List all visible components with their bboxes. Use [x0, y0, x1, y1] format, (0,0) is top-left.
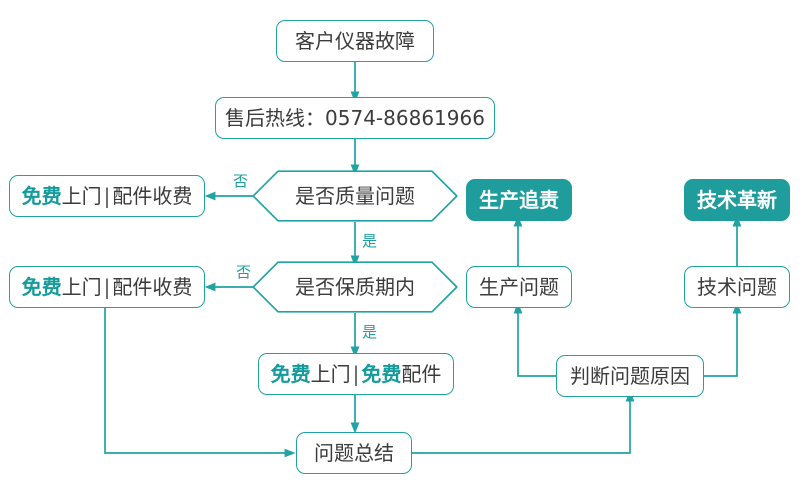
text-run: 免费 — [21, 184, 62, 208]
node-problem-summary[interactable]: 问题总结 — [296, 432, 412, 474]
text-run: 配件收费 — [112, 184, 193, 208]
node-diagnose-cause[interactable]: 判断问题原因 — [556, 355, 704, 397]
text-run: | — [352, 362, 360, 386]
edge-label-quality-no: 否 — [231, 172, 251, 190]
node-technical-issue[interactable]: 技术问题 — [684, 266, 790, 308]
node-production-accountability[interactable]: 生产追责 — [466, 179, 572, 221]
node-technical-issue-label: 技术问题 — [697, 275, 777, 299]
node-production-accountability-label: 生产追责 — [479, 188, 559, 212]
node-free-visit-free-parts[interactable]: 免费上门|免费配件 — [258, 353, 454, 395]
node-free-visit-paid-parts-1[interactable]: 免费上门|配件收费 — [9, 175, 205, 217]
text-run: | — [103, 184, 111, 208]
text-run: 上门 — [61, 275, 102, 299]
text-run: 免费 — [361, 362, 402, 386]
node-decision-quality-label: 是否质量问题 — [295, 184, 415, 208]
node-free-visit-paid-parts-2-label: 免费上门|配件收费 — [22, 277, 193, 297]
node-decision-quality[interactable]: 是否质量问题 — [252, 170, 458, 222]
text-run: 免费 — [270, 362, 311, 386]
edge-label-warranty-no: 否 — [234, 263, 254, 281]
node-free-visit-paid-parts-2[interactable]: 免费上门|配件收费 — [9, 266, 205, 308]
text-run: | — [103, 275, 111, 299]
edge-label-warranty-yes: 是 — [360, 323, 380, 341]
text-run: 配件 — [401, 362, 442, 386]
node-hotline-label: 售后热线：0574-86861966 — [225, 106, 485, 130]
text-run: 上门 — [310, 362, 351, 386]
node-start[interactable]: 客户仪器故障 — [276, 20, 434, 62]
node-production-issue-label: 生产问题 — [479, 275, 559, 299]
node-decision-warranty[interactable]: 是否保质期内 — [252, 261, 458, 313]
node-hotline[interactable]: 售后热线：0574-86861966 — [215, 97, 495, 139]
text-run: 配件收费 — [112, 275, 193, 299]
node-problem-summary-label: 问题总结 — [314, 441, 394, 465]
node-diagnose-cause-label: 判断问题原因 — [570, 364, 690, 388]
text-run: 上门 — [61, 184, 102, 208]
node-free-visit-free-parts-label: 免费上门|免费配件 — [271, 364, 442, 384]
text-run: 免费 — [21, 275, 62, 299]
node-start-label: 客户仪器故障 — [295, 29, 415, 53]
node-free-visit-paid-parts-1-label: 免费上门|配件收费 — [22, 186, 193, 206]
edge-diagnose-to-technical — [703, 302, 742, 377]
edge-diagnose-to-production — [513, 302, 557, 377]
edge-summary-to-diagnose — [412, 390, 635, 454]
node-production-issue[interactable]: 生产问题 — [466, 266, 572, 308]
node-technical-innovation[interactable]: 技术革新 — [684, 179, 790, 221]
edge-label-quality-yes: 是 — [360, 232, 380, 250]
node-technical-innovation-label: 技术革新 — [697, 188, 777, 212]
node-decision-warranty-label: 是否保质期内 — [295, 275, 415, 299]
